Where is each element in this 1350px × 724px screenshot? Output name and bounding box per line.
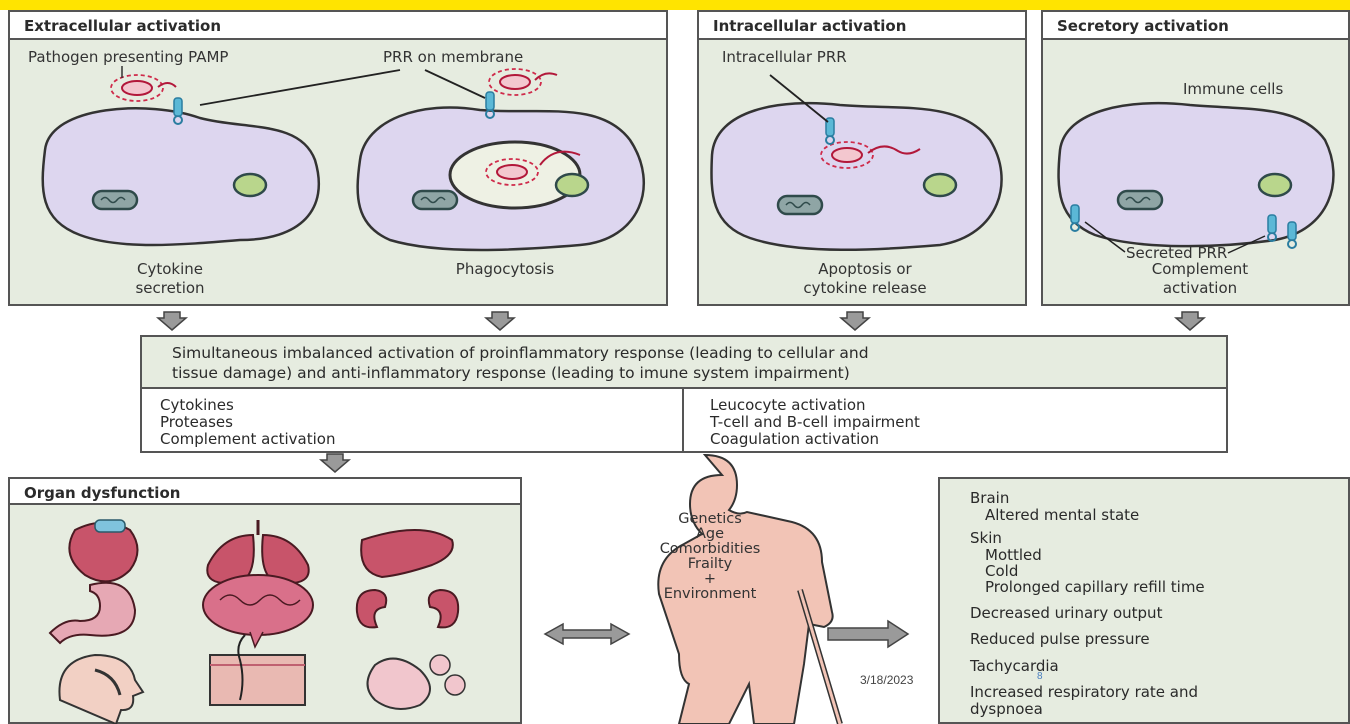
liver-icon — [361, 530, 453, 577]
mitochondrion-icon — [413, 191, 457, 209]
sign-tachycardia: Tachycardia — [970, 658, 1059, 675]
pathogen-icon — [489, 69, 541, 95]
factor-genetics: Genetics — [635, 512, 785, 527]
sign-pulse: Reduced pulse pressure — [970, 631, 1150, 648]
lungs-icon — [207, 520, 308, 583]
sign-respiratory-line: Increased respiratory rate and — [970, 684, 1198, 701]
risk-factors: Genetics Age Comorbidities Frailty + Env… — [635, 512, 785, 602]
intracellular-prr-label: Intracellular PRR — [722, 48, 847, 67]
mitochondrion-icon — [1118, 191, 1162, 209]
cell-intracellular — [711, 103, 1001, 250]
immune-cells-label: Immune cells — [1183, 80, 1283, 99]
mitochondrion-icon — [93, 191, 137, 209]
sign-skin-capillary: Prolonged capillary refill time — [985, 579, 1205, 596]
sign-brain: Brain — [970, 490, 1009, 507]
factor-frailty: Frailty — [635, 557, 785, 572]
pathogen-icon — [111, 75, 163, 101]
down-arrow-icon — [321, 454, 349, 472]
stomach-icon — [50, 583, 135, 643]
cytokine-secretion-caption: Cytokine secretion — [100, 260, 240, 298]
brain-icon — [203, 575, 313, 647]
prr-membrane-label: PRR on membrane — [383, 48, 523, 67]
caption-line: Cytokine — [100, 260, 240, 279]
slide-page-number: 8 — [1037, 671, 1043, 682]
caption-line: activation — [1110, 279, 1290, 298]
down-arrow-icon — [841, 312, 869, 330]
caption-line: Apoptosis or — [770, 260, 960, 279]
down-arrow-icon — [1176, 312, 1204, 330]
down-arrow-icon — [486, 312, 514, 330]
caption-line: cytokine release — [770, 279, 960, 298]
sign-respiratory-line: dyspnoea — [970, 701, 1198, 718]
phagocytosis-caption: Phagocytosis — [420, 260, 590, 279]
sign-respiratory: Increased respiratory rate and dyspnoea — [970, 684, 1198, 718]
mitochondrion-icon — [778, 196, 822, 214]
head-airway-icon — [59, 655, 143, 724]
sign-urine: Decreased urinary output — [970, 605, 1162, 622]
factor-environment: Environment — [635, 587, 785, 602]
caption-line: Complement — [1110, 260, 1290, 279]
nucleus-icon — [924, 174, 956, 196]
pamp-label: Pathogen presenting PAMP — [28, 48, 228, 67]
cell-phagocytosis — [358, 107, 644, 250]
kidneys-icon — [357, 590, 458, 627]
apoptosis-caption: Apoptosis or cytokine release — [770, 260, 960, 298]
sign-skin: Skin — [970, 530, 1002, 547]
nucleus-icon — [234, 174, 266, 196]
complement-activation-caption: Complement activation — [1110, 260, 1290, 298]
nucleus-icon — [1259, 174, 1291, 196]
caption-line: secretion — [100, 279, 240, 298]
factor-plus: + — [635, 572, 785, 587]
heart-icon — [69, 520, 137, 581]
right-arrow-icon — [828, 621, 908, 647]
nucleus-icon — [556, 174, 588, 196]
down-arrow-icon — [158, 312, 186, 330]
skin-icon — [210, 635, 305, 705]
factor-comorbidities: Comorbidities — [635, 542, 785, 557]
intestine-icon — [368, 655, 466, 709]
sign-brain-detail: Altered mental state — [985, 507, 1139, 524]
cell-cytokine-secretion — [43, 108, 319, 245]
secreted-prr-icon — [1071, 205, 1079, 231]
secreted-prr-icon — [1288, 222, 1296, 248]
bidirectional-arrow-icon — [545, 624, 629, 644]
factor-age: Age — [635, 527, 785, 542]
slide-date: 3/18/2023 — [860, 673, 913, 687]
